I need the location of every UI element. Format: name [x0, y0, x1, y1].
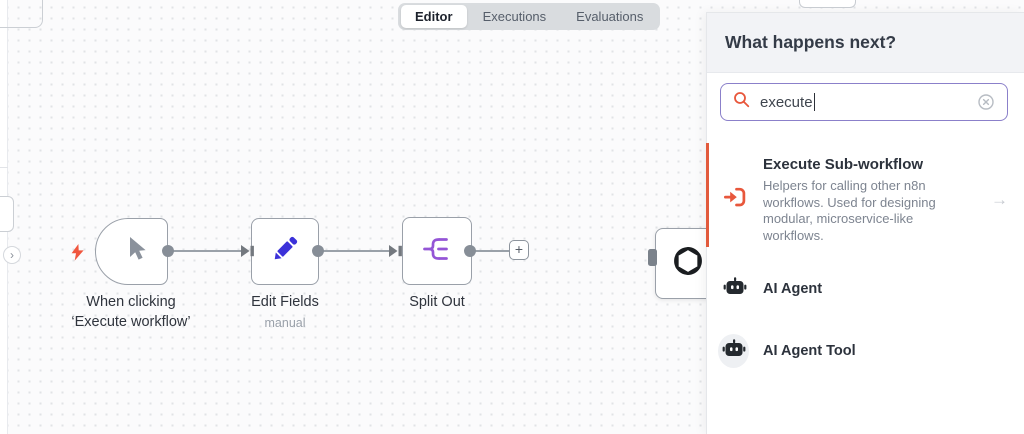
node-label-split-out: Split Out	[409, 294, 465, 310]
item-description: Helpers for calling other n8n workflows.…	[763, 178, 936, 243]
tab-executions[interactable]: Executions	[482, 9, 547, 24]
add-node-button[interactable]: +	[509, 240, 529, 260]
node-search-input[interactable]: execute	[720, 83, 1008, 121]
list-item-ai-agent[interactable]: AI Agent	[707, 264, 1024, 314]
output-handle[interactable]	[312, 245, 324, 257]
node-manual-trigger[interactable]	[95, 218, 168, 285]
node-label-trigger: When clicking ‘Execute workflow’	[71, 294, 191, 330]
sub-workflow-icon	[723, 186, 747, 213]
panel-title: What happens next?	[725, 32, 897, 52]
input-handle[interactable]	[388, 244, 403, 263]
text-caret	[813, 93, 816, 111]
trigger-bolt-icon	[71, 244, 84, 266]
item-title: AI Agent	[763, 281, 823, 297]
sidebar-divider	[0, 167, 8, 168]
search-icon	[733, 91, 750, 113]
item-title: AI Agent Tool	[763, 343, 856, 359]
connection-line[interactable]	[470, 250, 510, 252]
tab-evaluations[interactable]: Evaluations	[576, 9, 644, 24]
sidebar-partial-button	[0, 0, 43, 28]
search-results-list: Execute Sub-workflow Helpers for calling…	[707, 143, 1024, 380]
node-label-edit-fields: Edit Fields manual	[225, 292, 345, 333]
nodes-panel: What happens next? execute	[706, 12, 1024, 434]
view-tabbar: Editor Executions Evaluations	[398, 3, 661, 30]
node-edit-fields[interactable]	[251, 218, 319, 285]
tab-editor[interactable]: Editor	[401, 5, 467, 28]
icon-hover-circle	[718, 334, 749, 368]
robot-icon	[723, 276, 747, 302]
output-handle[interactable]	[464, 245, 476, 257]
sidebar-expand-button[interactable]: ›	[3, 246, 21, 264]
input-handle[interactable]	[648, 249, 657, 266]
node-split-out[interactable]	[402, 217, 472, 285]
node-subtitle: manual	[264, 316, 306, 330]
item-title: Execute Sub-workflow	[763, 156, 924, 173]
top-right-partial-button[interactable]	[799, 0, 856, 8]
drop-indicator	[706, 143, 709, 247]
pencil-icon	[269, 233, 301, 270]
robot-icon	[722, 338, 746, 364]
search-value: execute	[760, 93, 813, 111]
split-out-icon	[422, 236, 452, 267]
sidebar-partial-item	[0, 196, 14, 232]
panel-header: What happens next?	[707, 13, 1024, 73]
output-handle[interactable]	[162, 245, 174, 257]
arrow-right-icon: →	[991, 189, 1008, 209]
input-handle[interactable]	[240, 244, 255, 263]
connection-line[interactable]	[168, 250, 246, 252]
cursor-icon	[123, 235, 149, 268]
list-item-execute-sub-workflow[interactable]: Execute Sub-workflow Helpers for calling…	[707, 143, 1024, 256]
connection-line[interactable]	[318, 250, 392, 252]
clear-search-icon[interactable]	[977, 93, 995, 111]
list-item-ai-agent-tool[interactable]: AI Agent Tool	[707, 322, 1024, 380]
openai-logo-icon	[671, 244, 705, 283]
